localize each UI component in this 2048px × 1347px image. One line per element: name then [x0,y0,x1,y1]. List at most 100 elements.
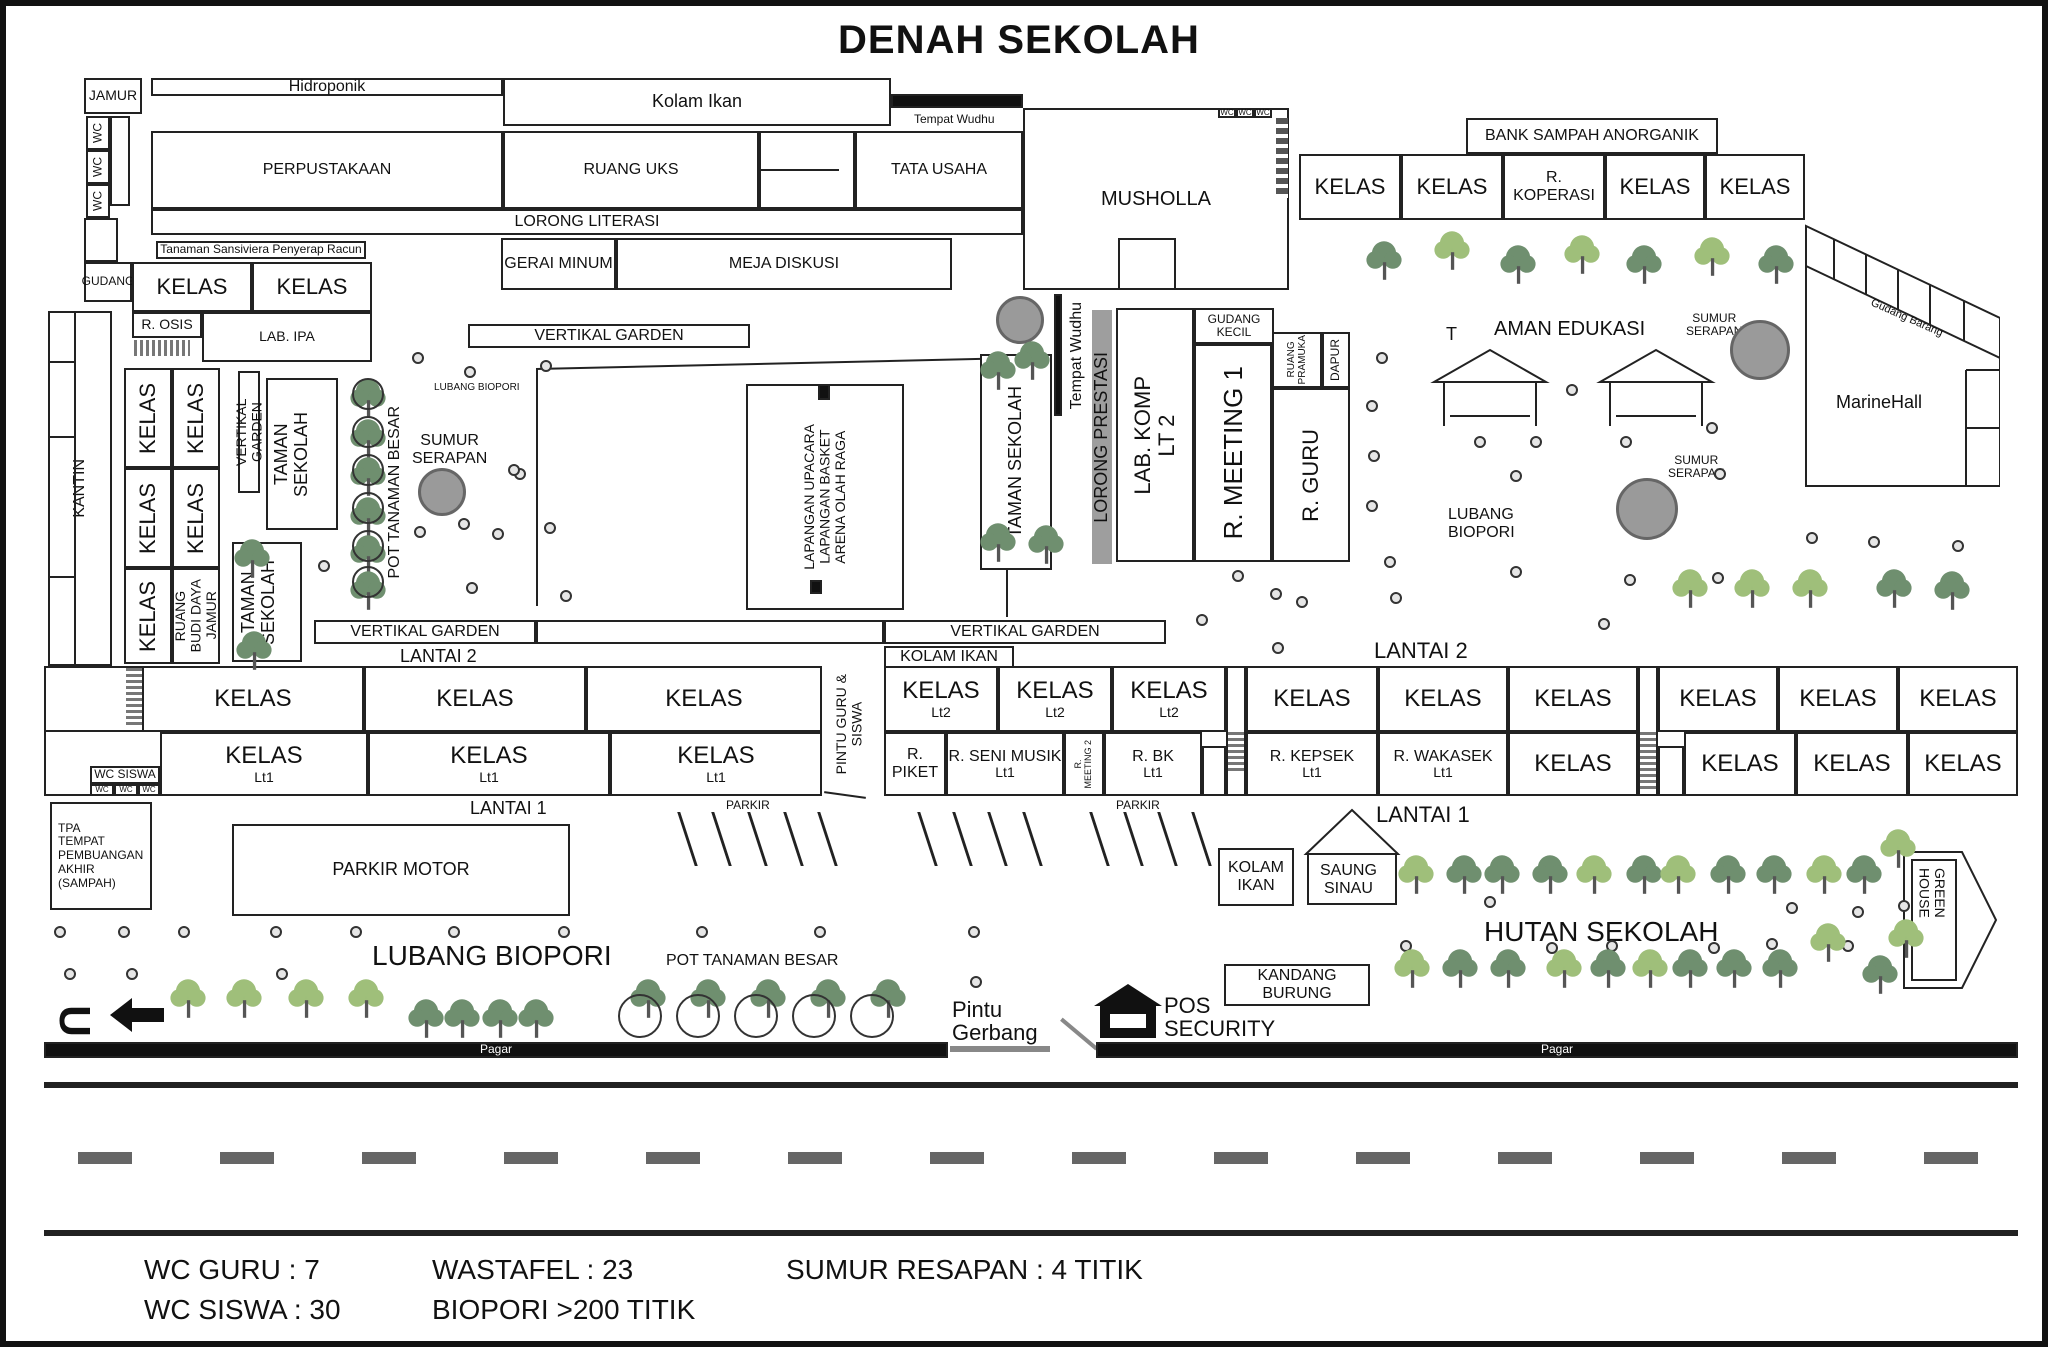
biopori-hole-icon [118,926,130,938]
tree-icon [1628,946,1672,990]
biopori-hole-icon [458,518,470,530]
kelas-room: KELAS [1401,154,1503,220]
road-dash [220,1152,274,1164]
kolam-ikan-bottom: KOLAM IKAN [1218,848,1294,906]
wc-block [1658,746,1684,796]
biopori-hole-icon [1484,896,1496,908]
tree-icon [166,976,210,1020]
wc-room: WC [114,784,138,796]
tree-icon [1542,946,1586,990]
parking-stripe [952,812,973,866]
tree-icon [1752,852,1796,896]
biopori-hole-icon [466,582,478,594]
road-dash [646,1152,700,1164]
stairs [1640,732,1656,792]
tree-icon [1858,952,1902,996]
pos-security-icon [1094,984,1162,1038]
wc-room: WC [86,150,110,184]
kelas-room: KELAS [1378,666,1508,732]
biopori-hole-icon [560,590,572,602]
kelas-room: KELAS [1508,666,1638,732]
biopori-hole-icon [1714,468,1726,480]
lantai-1-left: LANTAI 1 [470,798,547,818]
gudang-kecil: GUDANG KECIL [1194,308,1274,344]
biopori-hole-icon [1624,574,1636,586]
lorong-prestasi: LORONG PRESTASI [1091,310,1112,564]
tree-icon [440,996,484,1040]
biopori-hole-icon [1272,642,1284,654]
biopori-hole-icon [558,926,570,938]
pintu-guru-siswa: PINTU GURU & SISWA [833,674,865,775]
road-dash [1924,1152,1978,1164]
taman-edukasi-t: T [1446,324,1457,344]
tree-icon [222,976,266,1020]
tree-icon [1394,852,1438,896]
biopori-hole-icon [126,968,138,980]
biopori-hole-icon [1806,532,1818,544]
road-dash [930,1152,984,1164]
tree-icon [404,996,448,1040]
stair-gap [1226,666,1246,796]
tree-icon [1024,522,1068,566]
vertikal-garden-right-bottom: VERTIKAL GARDEN [884,620,1166,644]
biopori-hole-icon [1384,556,1396,568]
pot-plant-icon [676,994,720,1038]
sumur-serapan-left-label: SUMUR SERAPAN [412,432,488,467]
biopori-hole-icon [492,528,504,540]
biopori-hole-icon [1852,906,1864,918]
biopori-hole-icon [1766,938,1778,950]
tree-icon [1872,566,1916,610]
road-dash [504,1152,558,1164]
well-icon [996,296,1044,344]
lorong-literasi: LORONG LITERASI [151,209,1023,235]
ruang-budi-daya-jamur: RUANG BUDI DAYA JAMUR [172,568,220,664]
r-osis: R. OSIS [132,312,202,338]
pos-security: POS SECURITY [1164,993,1276,1042]
field-border [536,357,1008,370]
biopori-hole-icon [1232,570,1244,582]
biopori-hole-icon [1546,942,1558,954]
tree-icon [1884,916,1928,960]
vertikal-garden-left: VERTIKAL GARDEN [233,371,264,493]
stairs [1228,732,1244,772]
bank-sampah: BANK SAMPAH ANORGANIK [1466,118,1718,154]
taman-edukasi-label: AMAN EDUKASI [1494,318,1646,340]
lubang-biopori-right-label: LUBANG BIOPORI [1448,506,1515,541]
saung-sinau: SAUNG SINAU [1320,862,1377,897]
tree-icon [1010,338,1054,382]
kelas-room: KELAS [124,568,172,664]
biopori-hole-icon [1712,572,1724,584]
biopori-hole-icon [1786,902,1798,914]
taman-sekolah-left: TAMAN SEKOLAH [266,378,338,530]
tree-icon [344,976,388,1020]
basket-post [818,384,830,400]
kelas-room: KELAS [172,368,220,468]
pot-plant-icon [352,492,384,524]
tree-icon [1622,852,1666,896]
pot-plant-icon [618,994,662,1038]
biopori-hole-icon [1706,422,1718,434]
parking-stripe [1191,812,1212,866]
pot-plant-icon [850,994,894,1038]
ruang-uks: RUANG UKS [503,131,759,209]
tpa: TPA TEMPAT PEMBUANGAN AKHIR (SAMPAH) [50,802,152,910]
road-dash [1356,1152,1410,1164]
road-dash [78,1152,132,1164]
tree-icon [478,996,522,1040]
kelas-room: KELAS [132,262,252,312]
kelas-room: KELAS [1796,732,1908,796]
map-title: DENAH SEKOLAH [838,18,1200,62]
biopori-hole-icon [1510,566,1522,578]
tree-icon [1438,946,1482,990]
tree-icon [230,536,274,580]
tata-usaha: TATA USAHA [855,131,1023,209]
hidroponik-area: Hidroponik [151,78,503,96]
kantin-divider [74,311,76,666]
biopori-hole-icon [54,926,66,938]
pagar-right: Pagar [1096,1042,2018,1058]
basket-post [810,580,822,594]
